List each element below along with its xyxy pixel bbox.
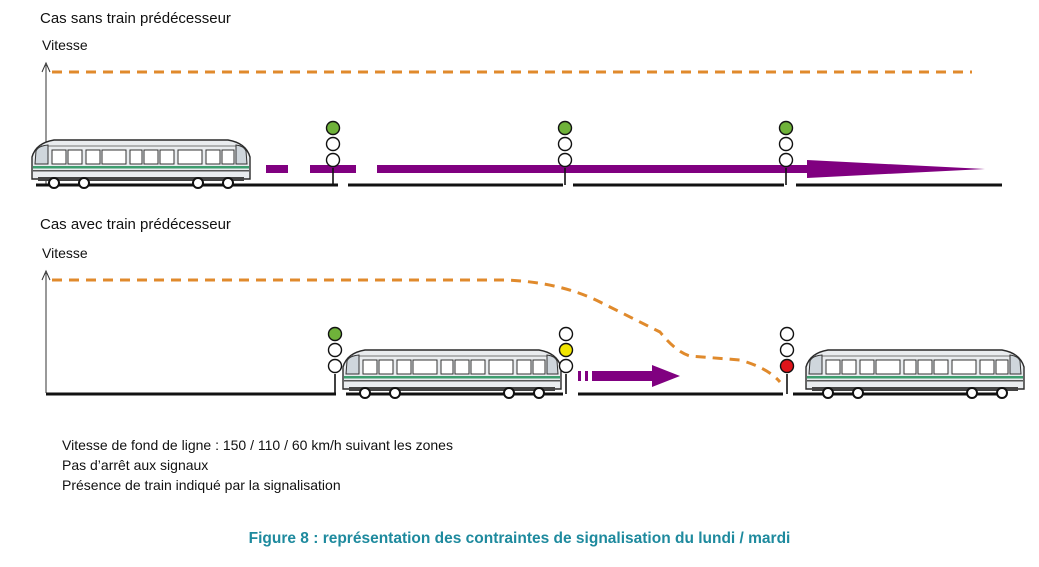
signal-lamp-off — [327, 342, 343, 358]
note-line-no-stop: Pas d’arrêt aux signaux — [62, 457, 209, 473]
figure-caption: Figure 8 : représentation des contrainte… — [248, 530, 791, 547]
case2-signals — [327, 326, 795, 394]
signal-lamp-green — [325, 120, 341, 136]
signal-lamp-off — [557, 152, 573, 168]
case1-panel — [31, 61, 1002, 189]
case1-train — [31, 139, 251, 189]
signal-lamp-off — [327, 358, 343, 374]
signal-lamp-off — [779, 326, 795, 342]
signal-lamp-off — [558, 358, 574, 374]
case2-panel — [41, 269, 1025, 399]
case2-preceding-train — [805, 349, 1025, 399]
signal-lamp-green — [557, 120, 573, 136]
note-line-presence: Présence de train indiqué par la signali… — [62, 477, 341, 493]
case2-signal-1 — [327, 326, 343, 394]
case1-signal-2 — [557, 120, 573, 185]
case1-signals — [325, 120, 794, 185]
case1-axis-arrowhead — [41, 61, 51, 73]
signal-lamp-green — [327, 326, 343, 342]
case1-axis-label: Vitesse — [42, 37, 88, 53]
notes-block: Vitesse de fond de ligne : 150 / 110 / 6… — [62, 435, 453, 495]
signal-lamp-off — [779, 342, 795, 358]
signal-lamp-off — [778, 136, 794, 152]
signal-lamp-yellow — [558, 342, 574, 358]
case1-signal-1 — [325, 120, 341, 185]
case2-signal-3 — [779, 326, 795, 394]
signal-lamp-red — [779, 358, 795, 374]
note-line-speed: Vitesse de fond de ligne : 150 / 110 / 6… — [62, 437, 453, 453]
case1-trajectory-arrow — [266, 160, 985, 178]
case1-signal-3 — [778, 120, 794, 185]
case2-following-train — [342, 349, 562, 399]
case2-signal-2 — [558, 326, 574, 394]
case2-title: Cas avec train prédécesseur — [40, 216, 231, 233]
case2-speed-profile — [52, 278, 782, 384]
signal-lamp-off — [557, 136, 573, 152]
signal-lamp-off — [325, 136, 341, 152]
signal-lamp-off — [558, 326, 574, 342]
case2-axis-arrowhead — [41, 269, 51, 281]
case1-title: Cas sans train prédécesseur — [40, 10, 231, 27]
signal-lamp-off — [325, 152, 341, 168]
case2-axis-label: Vitesse — [42, 245, 88, 261]
signal-lamp-off — [778, 152, 794, 168]
case2-trajectory-arrow — [578, 365, 680, 387]
signal-lamp-green — [778, 120, 794, 136]
